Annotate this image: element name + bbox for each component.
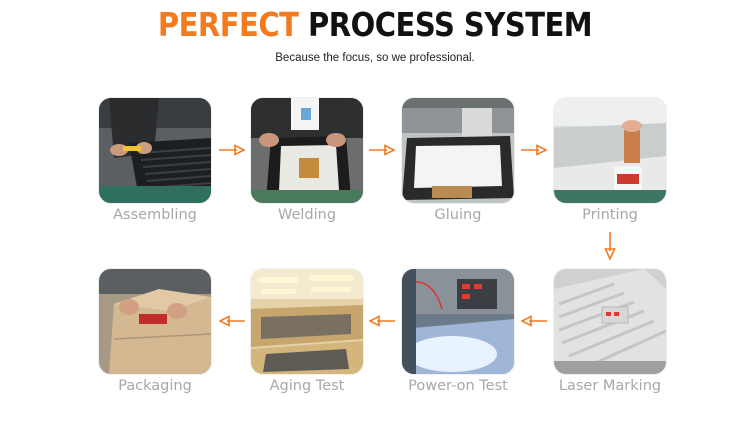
step-label: Welding [231, 207, 383, 223]
assembling-photo [99, 98, 211, 203]
step-laser-marking: Laser Marking [554, 269, 666, 374]
welding-photo [251, 98, 363, 203]
step-label: Laser Marking [534, 378, 686, 394]
step-label: Gluing [382, 207, 534, 223]
arrow-left-icon [369, 315, 395, 327]
packaging-photo [99, 269, 211, 374]
laser-marking-photo [554, 269, 666, 374]
step-assembling: Assembling [99, 98, 211, 203]
title-main: PROCESS SYSTEM [308, 6, 592, 44]
step-label: Aging Test [231, 378, 383, 394]
page-title: PERFECT PROCESS SYSTEM [0, 6, 750, 44]
arrow-right-icon [521, 144, 547, 156]
arrow-down-icon [604, 232, 616, 260]
arrow-right-icon [219, 144, 245, 156]
step-welding: Welding [251, 98, 363, 203]
aging-test-photo [251, 269, 363, 374]
step-packaging: Packaging [99, 269, 211, 374]
step-label: Power-on Test [382, 378, 534, 394]
arrow-right-icon [369, 144, 395, 156]
step-aging-test: Aging Test [251, 269, 363, 374]
arrow-left-icon [219, 315, 245, 327]
gluing-photo [402, 98, 514, 203]
step-printing: Printing [554, 98, 666, 203]
step-power-on-test: Power-on Test [402, 269, 514, 374]
title-accent: PERFECT [158, 6, 299, 44]
page-subtitle: Because the focus, so we professional. [0, 52, 750, 64]
step-gluing: Gluing [402, 98, 514, 203]
step-label: Assembling [79, 207, 231, 223]
arrow-left-icon [521, 315, 547, 327]
printing-photo [554, 98, 666, 203]
step-label: Printing [534, 207, 686, 223]
step-label: Packaging [79, 378, 231, 394]
power-on-test-photo [402, 269, 514, 374]
